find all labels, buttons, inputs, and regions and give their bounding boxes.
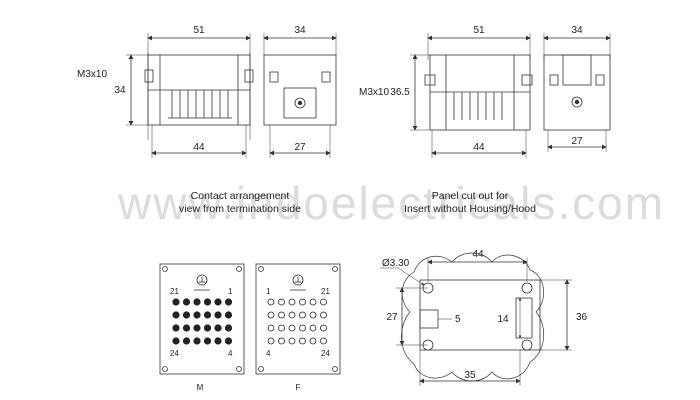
female-contact-socket bbox=[278, 324, 285, 332]
male-contact-pin bbox=[182, 311, 191, 319]
female-contact-socket bbox=[278, 311, 285, 319]
female-contact-socket bbox=[309, 324, 317, 332]
caption-right-line1: Panel cut out for bbox=[431, 190, 509, 202]
male-contact-pin bbox=[214, 311, 222, 319]
cutout-right-label: 36 bbox=[576, 312, 588, 323]
female-contact-socket bbox=[278, 337, 285, 345]
male-pin-label-bottom-left: 24 bbox=[170, 349, 179, 358]
female-contact-socket bbox=[320, 324, 327, 332]
female-contact-socket bbox=[288, 298, 296, 306]
female-contact-socket bbox=[278, 298, 285, 306]
female-contact-socket bbox=[320, 311, 327, 319]
female-contact-socket bbox=[309, 298, 317, 306]
female-contact-socket bbox=[267, 311, 275, 319]
female-front-height-label: 36.5 bbox=[390, 87, 410, 98]
panel-cutout bbox=[380, 252, 572, 386]
male-contact-pin bbox=[182, 324, 191, 332]
male-contact-pin bbox=[214, 324, 222, 332]
male-front-bottom-label: 44 bbox=[193, 142, 205, 153]
cutout-left-label: 27 bbox=[386, 312, 398, 323]
female-front-view bbox=[410, 33, 533, 158]
male-contact-pin bbox=[203, 298, 212, 306]
female-contact-socket bbox=[320, 298, 327, 306]
female-pin-label-top-left: 1 bbox=[266, 287, 271, 296]
female-front-bottom-label: 44 bbox=[473, 142, 485, 153]
male-contact-pin bbox=[224, 298, 233, 306]
male-contact-pin bbox=[203, 337, 212, 345]
male-screw-label: M3x10 bbox=[77, 69, 107, 80]
cutout-hole-label: Ø3.30 bbox=[382, 258, 410, 269]
male-contact-pin bbox=[224, 311, 233, 319]
cutout-slot-label: 5 bbox=[455, 314, 461, 325]
female-contact-socket bbox=[288, 311, 296, 319]
male-pin-label-top-right: 1 bbox=[228, 287, 233, 296]
caption-left-line2: view from termination side bbox=[179, 203, 301, 215]
male-contact-pin bbox=[182, 337, 191, 345]
caption-contact-arrangement: Contact arrangement view from terminatio… bbox=[140, 190, 340, 216]
female-pin-label-top-right: 21 bbox=[321, 287, 330, 296]
male-contact-pin bbox=[172, 311, 180, 319]
female-contact-socket bbox=[267, 324, 275, 332]
caption-right-line2: Insert without Housing/Hood bbox=[404, 203, 536, 215]
male-contact-pin bbox=[193, 337, 201, 345]
male-pin-label-top-left: 21 bbox=[170, 287, 179, 296]
male-pin-label-bottom-right: 4 bbox=[228, 349, 233, 358]
ground-icon bbox=[196, 274, 208, 286]
female-side-width-label: 34 bbox=[571, 25, 583, 36]
cutout-inner-label: 14 bbox=[497, 314, 509, 325]
female-contact-socket bbox=[299, 311, 306, 319]
male-contact-pin bbox=[203, 324, 212, 332]
female-screw-label: M3x10 bbox=[359, 87, 389, 98]
female-pin-label-bottom-left: 4 bbox=[266, 349, 271, 358]
male-contact-pin bbox=[172, 324, 180, 332]
male-front-view bbox=[126, 33, 254, 158]
female-side-view bbox=[543, 33, 611, 152]
caption-panel-cutout: Panel cut out for Insert without Housing… bbox=[370, 190, 570, 216]
female-side-bottom-label: 27 bbox=[571, 136, 583, 147]
male-contact-pin bbox=[193, 298, 201, 306]
female-contact-socket bbox=[320, 337, 327, 345]
male-contact-pin bbox=[224, 324, 233, 332]
female-contact-socket bbox=[309, 337, 317, 345]
male-side-view bbox=[263, 33, 337, 158]
male-contact-pin bbox=[182, 298, 191, 306]
female-contact-socket bbox=[267, 337, 275, 345]
male-contact-pin bbox=[193, 311, 201, 319]
female-contact-socket bbox=[288, 337, 296, 345]
female-front-width-label: 51 bbox=[473, 25, 485, 36]
female-contact-socket bbox=[299, 337, 306, 345]
cutout-top-label: 44 bbox=[472, 249, 484, 260]
male-contact-pin bbox=[172, 337, 180, 345]
male-contact-pin bbox=[214, 298, 222, 306]
male-face-label: M bbox=[197, 383, 204, 392]
male-side-bottom-label: 27 bbox=[294, 142, 306, 153]
male-contact-pin bbox=[214, 337, 222, 345]
male-contact-pin bbox=[203, 311, 212, 319]
male-contact-pin bbox=[193, 324, 201, 332]
female-contact-socket bbox=[299, 324, 306, 332]
female-contact-face bbox=[255, 263, 341, 375]
female-contact-socket bbox=[267, 298, 275, 306]
female-pin-label-bottom-right: 24 bbox=[321, 349, 330, 358]
male-contact-face bbox=[159, 263, 245, 375]
female-contact-socket bbox=[299, 298, 306, 306]
ground-icon bbox=[292, 274, 304, 286]
female-face-label: F bbox=[296, 383, 301, 392]
male-pin-grid bbox=[172, 298, 233, 345]
male-contact-pin bbox=[224, 337, 233, 345]
male-contact-pin bbox=[172, 298, 180, 306]
male-front-height-label: 34 bbox=[114, 85, 126, 96]
female-contact-socket bbox=[288, 324, 296, 332]
female-contact-socket bbox=[309, 311, 317, 319]
male-side-width-label: 34 bbox=[294, 25, 306, 36]
caption-left-line1: Contact arrangement bbox=[190, 190, 290, 202]
female-pin-grid bbox=[267, 298, 327, 345]
male-front-width-label: 51 bbox=[193, 25, 205, 36]
cutout-bottom-label: 35 bbox=[464, 370, 476, 381]
